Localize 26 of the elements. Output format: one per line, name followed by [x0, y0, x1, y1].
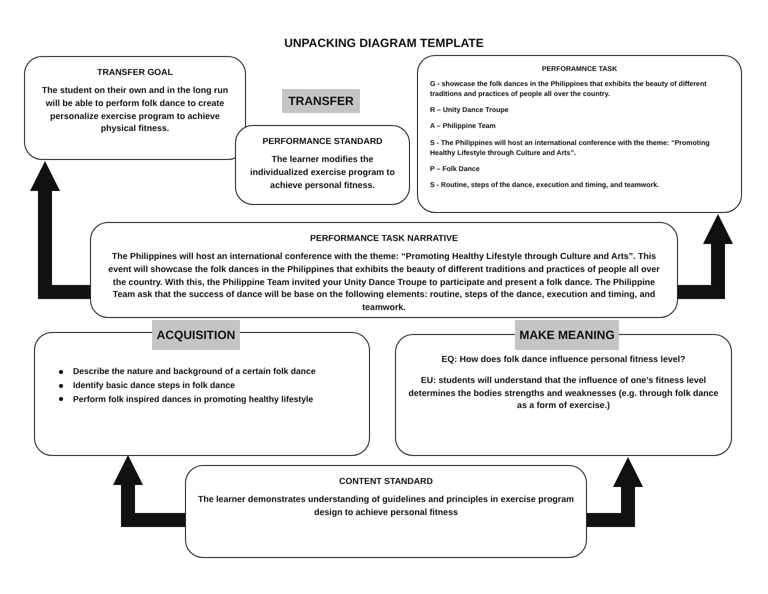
section-band	[515, 320, 619, 350]
section-label: MAKE MEANING	[519, 328, 615, 342]
section-label: TRANSFER	[288, 94, 354, 108]
rounded-box	[90, 222, 678, 318]
box-text: The student on their own and in the long run will be able to perform folk dance to create personalize exercise program to achieve physical fitness.	[40, 84, 230, 135]
box-heading: CONTENT STANDARD	[339, 476, 433, 486]
box-heading: PERFORMANCE TASK NARRATIVE	[310, 233, 458, 243]
section-band	[152, 320, 240, 350]
section-label: ACQUISITION	[156, 328, 236, 342]
rounded-box	[417, 55, 742, 213]
box-text: The learner modifies the individualized exercise program to achieve personal fitness.	[249, 153, 396, 192]
bullet-item: Identify basic dance steps in folk dance	[73, 378, 235, 392]
question-text: EQ: How does folk dance influence personal fitness level?	[440, 353, 686, 366]
rounded-box	[24, 56, 246, 160]
box-heading: TRANSFER GOAL	[97, 67, 173, 77]
box-text: The learner demonstrates understanding of guidelines and principles in exercise program design to achieve personal fitness	[198, 493, 574, 518]
bullet-item: Describe the nature and background of a certain folk dance	[73, 365, 316, 378]
rounded-box	[235, 125, 410, 205]
bullet-item: Perform folk inspired dances in promoting healthy lifestyle	[73, 392, 314, 406]
box-heading: PERFORMANCE STANDARD	[262, 136, 383, 146]
section-band	[282, 89, 360, 113]
rounded-box	[185, 465, 587, 558]
rounded-box	[34, 332, 370, 456]
question-text: EU: students will understand that the influence of one’s fitness level determines the bodies strengths and weaknesses (e.g. through folk dance as a form of exercise.)	[408, 374, 719, 412]
box-text: The Philippines will host an international conference with the theme: “Promoting Healthy Lifestyle through Culture and Arts”. This event will showcase the folk dances in the Philippines that exhibits the beauty of different traditions and practices of people all over the country. With this, the Philippine Team invited your Unity Dance Troupe to participate and present a folk dance. The Philippine Team ask that the success of dance will be base on the following elements: routine, steps of the dance, execution and timing, and teamwork.	[107, 250, 661, 314]
diagram-title: UNPACKING DIAGRAM TEMPLATE	[283, 36, 485, 50]
